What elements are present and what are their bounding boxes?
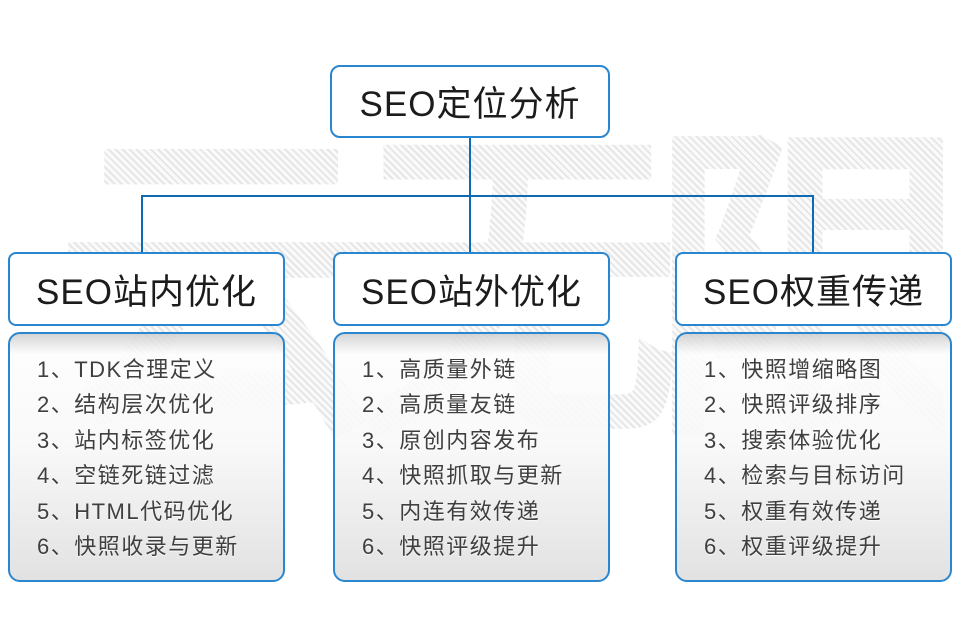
- list-item: 3、原创内容发布: [362, 427, 541, 453]
- list-item: 3、站内标签优化: [37, 427, 216, 453]
- root-node: SEO定位分析: [330, 65, 610, 138]
- list-item: 5、HTML代码优化: [37, 498, 235, 524]
- connector-root-drop: [469, 138, 471, 196]
- root-node-title: SEO定位分析: [359, 85, 581, 124]
- list-item: 5、权重有效传递: [704, 498, 883, 524]
- connector-right-drop: [812, 195, 814, 253]
- list-item: 2、快照评级排序: [704, 392, 883, 418]
- list-item: 1、快照增缩略图: [704, 356, 883, 382]
- list-item: 6、权重评级提升: [704, 534, 883, 560]
- header-title: SEO站外优化: [361, 272, 582, 312]
- list-item: 6、快照评级提升: [362, 534, 541, 560]
- header-offsite-optimization: SEO站外优化: [333, 252, 610, 326]
- list-item: 2、高质量友链: [362, 392, 517, 418]
- list-item: 5、内连有效传递: [362, 498, 541, 524]
- list-item: 4、检索与目标访问: [704, 463, 906, 489]
- connector-left-drop: [141, 195, 143, 253]
- header-onsite-optimization: SEO站内优化: [8, 252, 285, 326]
- list-item: 1、高质量外链: [362, 356, 517, 382]
- list-item: 6、快照收录与更新: [37, 534, 239, 560]
- list-item: 3、搜索体验优化: [704, 427, 883, 453]
- header-title: SEO权重传递: [703, 272, 924, 312]
- list-item: 1、TDK合理定义: [37, 356, 217, 382]
- list-weight-transfer: 1、快照增缩略图 2、快照评级排序 3、搜索体验优化 4、检索与目标访问 5、权…: [675, 332, 952, 582]
- list-offsite-optimization: 1、高质量外链 2、高质量友链 3、原创内容发布 4、快照抓取与更新 5、内连有…: [333, 332, 610, 582]
- connector-horizontal: [141, 195, 814, 197]
- list-item: 4、空链死链过滤: [37, 463, 216, 489]
- connector-middle-drop: [469, 195, 471, 253]
- header-title: SEO站内优化: [36, 272, 257, 312]
- header-weight-transfer: SEO权重传递: [675, 252, 952, 326]
- list-item: 2、结构层次优化: [37, 392, 216, 418]
- list-onsite-optimization: 1、TDK合理定义 2、结构层次优化 3、站内标签优化 4、空链死链过滤 5、H…: [8, 332, 285, 582]
- list-item: 4、快照抓取与更新: [362, 463, 564, 489]
